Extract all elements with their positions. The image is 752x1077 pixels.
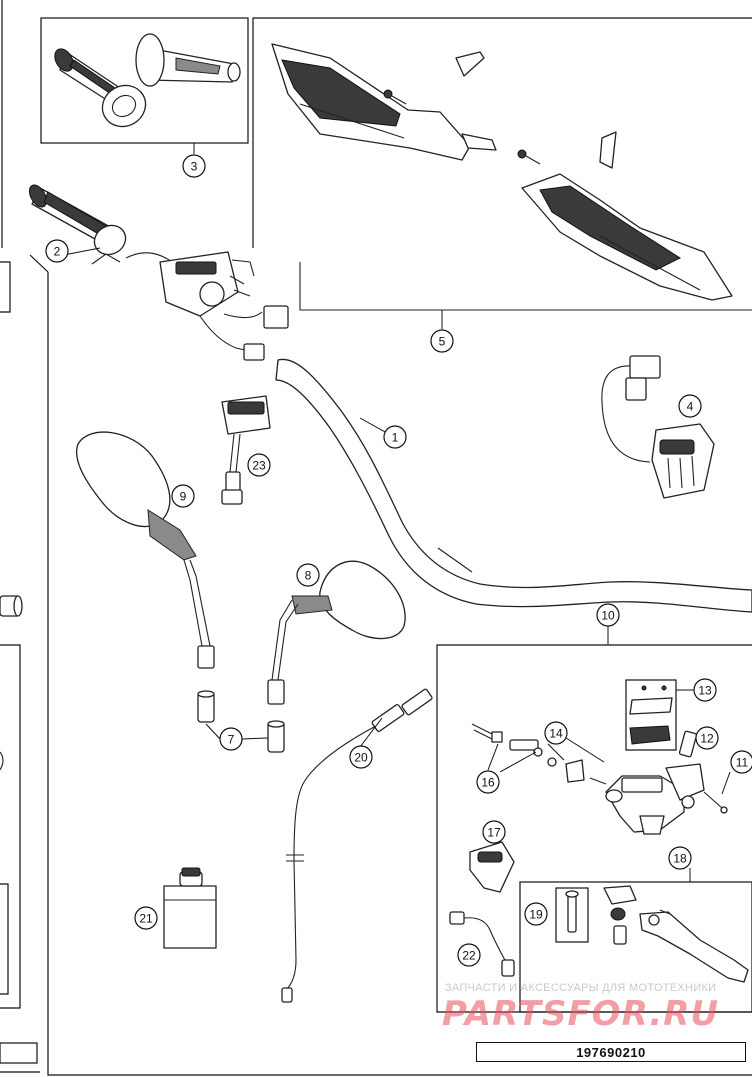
callout-number: 13 bbox=[698, 684, 712, 698]
callout-circle bbox=[678, 394, 702, 418]
callout-circle bbox=[182, 154, 206, 178]
callout-circle bbox=[171, 484, 195, 508]
callout-number: 16 bbox=[481, 776, 495, 790]
parts-11 bbox=[703, 791, 728, 814]
part-12 bbox=[678, 730, 698, 758]
callout-number: 22 bbox=[462, 949, 476, 963]
callout-number: 17 bbox=[487, 826, 501, 840]
callout-18: 18 bbox=[668, 846, 692, 870]
callout-circle bbox=[247, 453, 271, 477]
callout-21: 21 bbox=[134, 906, 158, 930]
callout-circle bbox=[668, 846, 692, 870]
clutch-master-cylinder bbox=[605, 763, 705, 835]
callout-10: 10 bbox=[596, 603, 620, 627]
callout-number: 18 bbox=[673, 852, 687, 866]
callout-1: 1 bbox=[383, 425, 407, 449]
callout-circle bbox=[693, 678, 717, 702]
callout-12: 12 bbox=[695, 726, 719, 750]
left-switch-assembly bbox=[28, 184, 289, 361]
callout-circle bbox=[296, 563, 320, 587]
edge-clipped-part bbox=[0, 595, 23, 771]
callout-circle bbox=[383, 425, 407, 449]
callout-circle bbox=[476, 770, 500, 794]
callout-7: 7 bbox=[219, 727, 243, 751]
callout-number: 19 bbox=[529, 908, 543, 922]
right-grip bbox=[135, 33, 241, 87]
callout-11: 11 bbox=[730, 750, 752, 774]
callout-circle bbox=[134, 906, 158, 930]
callout-circle bbox=[730, 750, 752, 774]
callout-circle bbox=[524, 902, 548, 926]
callout-17: 17 bbox=[482, 820, 506, 844]
callout-number: 20 bbox=[354, 751, 368, 765]
mirror-8 bbox=[267, 560, 406, 705]
callout-circle bbox=[219, 727, 243, 751]
right-switch bbox=[601, 355, 715, 499]
left-grip bbox=[54, 48, 147, 128]
clutch-hose-20 bbox=[281, 688, 433, 1003]
callout-number: 11 bbox=[736, 756, 749, 770]
callout-circle bbox=[596, 603, 620, 627]
callout-9: 9 bbox=[171, 484, 195, 508]
callout-16: 16 bbox=[476, 770, 500, 794]
grips-group bbox=[40, 17, 249, 144]
callout-14: 14 bbox=[544, 721, 568, 745]
part-19 bbox=[555, 887, 589, 943]
mirror-9 bbox=[76, 431, 215, 669]
callout-20: 20 bbox=[349, 745, 373, 769]
part-13 bbox=[625, 679, 677, 751]
callout-number: 23 bbox=[252, 459, 266, 473]
callout-number: 14 bbox=[549, 727, 563, 741]
callout-8: 8 bbox=[296, 563, 320, 587]
parts-14 bbox=[565, 759, 607, 785]
watermark-logo: PARTSFOR.RU bbox=[442, 994, 720, 1034]
parts-16 bbox=[471, 723, 557, 767]
callout-number: 12 bbox=[700, 732, 714, 746]
callout-22: 22 bbox=[457, 943, 481, 967]
callout-13: 13 bbox=[693, 678, 717, 702]
callout-number: 4 bbox=[687, 400, 694, 414]
callout-number: 5 bbox=[439, 335, 446, 349]
callout-number: 21 bbox=[139, 912, 153, 926]
handguards-group bbox=[252, 17, 752, 311]
callout-circle bbox=[695, 726, 719, 750]
callout-number: 2 bbox=[54, 245, 61, 259]
callout-2: 2 bbox=[45, 239, 69, 263]
cable-22 bbox=[449, 911, 515, 977]
callout-19: 19 bbox=[524, 902, 548, 926]
part-17 bbox=[469, 841, 515, 893]
callout-3: 3 bbox=[182, 154, 206, 178]
callout-number: 9 bbox=[180, 490, 187, 504]
watermark-caption: ЗАПЧАСТИ И АКСЕССУАРЫ ДЛЯ МОТОТЕХНИКИ bbox=[445, 982, 717, 994]
handguard-hardware bbox=[383, 51, 617, 169]
callout-number: 10 bbox=[601, 609, 615, 623]
callout-number: 7 bbox=[228, 733, 235, 747]
callout-23: 23 bbox=[247, 453, 271, 477]
switch-23 bbox=[221, 395, 271, 505]
callout-4: 4 bbox=[678, 394, 702, 418]
callout-number: 1 bbox=[392, 431, 399, 445]
right-handguard bbox=[521, 173, 733, 301]
left-handguard bbox=[271, 43, 497, 161]
clutch-assembly-group bbox=[436, 644, 752, 1013]
callout-circle bbox=[349, 745, 373, 769]
callout-number: 3 bbox=[191, 160, 198, 174]
parts-18 bbox=[603, 885, 749, 983]
callout-circle bbox=[45, 239, 69, 263]
callout-circle bbox=[457, 943, 481, 967]
mirror-adapters-7 bbox=[197, 690, 285, 753]
callout-circle bbox=[430, 329, 454, 353]
callout-circle bbox=[544, 721, 568, 745]
callout-5: 5 bbox=[430, 329, 454, 353]
handlebar bbox=[275, 358, 752, 613]
callout-circle bbox=[482, 820, 506, 844]
diagram-number: 197690210 bbox=[476, 1042, 746, 1062]
callout-number: 8 bbox=[305, 569, 312, 583]
fluid-can-21 bbox=[163, 867, 217, 949]
